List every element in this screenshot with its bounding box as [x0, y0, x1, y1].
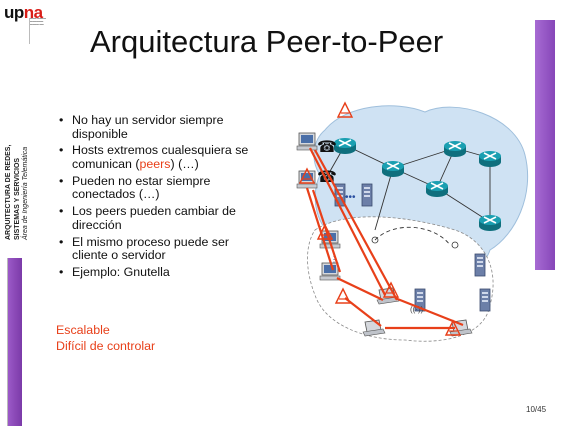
network-access-area — [307, 216, 494, 342]
p2p-network-diagram: ••• ☎ ☎ ⋮ ((·)) — [296, 102, 529, 342]
router-icon — [478, 150, 502, 168]
server-dots: ••• — [345, 192, 356, 203]
left-strip: upna ▬▬▬ ▬▬▬▬▬▬▬▬▬▬▬▬▬▬ ▬▬ ARQUITECTURA … — [0, 0, 66, 426]
router-icon — [425, 180, 449, 198]
course-title-line2: SISTEMAS Y SERVICIOS — [13, 157, 21, 240]
notes: Escalable Difícil de controlar — [56, 322, 155, 354]
bullet-item: El mismo proceso puede ser cliente o ser… — [56, 235, 261, 263]
peers-highlight: peers — [139, 156, 171, 171]
course-title-vertical: ARQUITECTURA DE REDES, SISTEMAS Y SERVIC… — [5, 0, 31, 240]
logo-subtext: ▬▬▬ ▬▬▬▬▬▬▬▬▬▬▬▬▬▬ ▬▬ — [30, 18, 46, 26]
page-number: 10/45 — [526, 405, 547, 414]
note-hard-to-control: Difícil de controlar — [56, 339, 156, 353]
router-icon — [478, 214, 502, 232]
wireless-waves: ((·)) — [410, 305, 424, 314]
logo-divider — [29, 18, 30, 44]
wireless-antenna-icon — [451, 241, 459, 249]
upna-logo: upna — [4, 3, 43, 22]
bullet-item: Los peers pueden cambiar de dirección — [56, 204, 261, 232]
divider-line — [7, 258, 8, 426]
bullet-item: Pueden no estar siempre conectados (…) — [56, 174, 261, 202]
bullet-item: Hosts extremos cualesquiera se comunican… — [56, 144, 261, 171]
slide-title: Arquitectura Peer-to-Peer — [90, 24, 444, 59]
router-icon — [381, 160, 405, 178]
purple-bar-right — [535, 20, 555, 270]
router-icon — [443, 140, 467, 158]
bullet-item: No hay un servidor siempre disponible — [56, 113, 261, 141]
purple-bar-left — [8, 258, 22, 426]
department-name: Área de Ingeniería Telemática — [22, 146, 30, 240]
server-icon — [479, 288, 491, 312]
pc-icon — [296, 132, 318, 151]
note-scalable: Escalable — [56, 323, 110, 337]
server-icon — [361, 183, 373, 207]
bullet-item: Ejemplo: Gnutella — [56, 265, 261, 280]
pc-dots: ⋮ — [330, 255, 338, 264]
server-icon — [474, 253, 486, 277]
wireless-antenna-icon — [371, 236, 379, 244]
course-title-line1: ARQUITECTURA DE REDES, — [5, 144, 12, 240]
router-icon — [333, 137, 357, 155]
p2p-links — [305, 147, 464, 330]
bullet-list: No hay un servidor siempre disponible Ho… — [56, 113, 261, 283]
phone-icon: ☎ — [317, 139, 337, 156]
